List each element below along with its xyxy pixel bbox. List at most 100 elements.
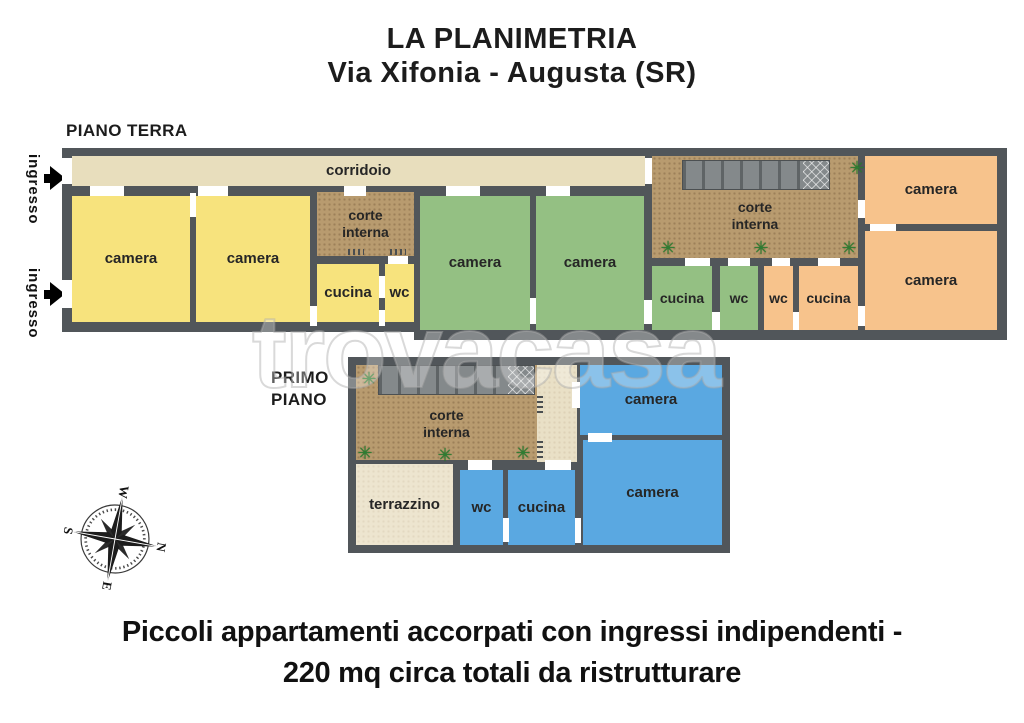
door-opening (90, 186, 124, 196)
first-floor-plan: corte interna camera camera terrazzino w… (348, 357, 730, 553)
room-camera-green-2: camera (536, 196, 644, 330)
door-opening (62, 280, 72, 308)
room-wc-orange: wc (764, 266, 793, 330)
room-terrazzino: terrazzino (356, 464, 453, 545)
plant-icon: ✳ (361, 369, 377, 389)
room-label: cucina (659, 289, 705, 306)
compass-w: W (115, 485, 131, 500)
room-camera-yellow-1: camera (72, 196, 190, 322)
radiator-icon (537, 438, 543, 458)
door-opening (858, 306, 865, 326)
door-opening (344, 186, 366, 196)
room-label: camera (904, 181, 958, 198)
door-opening (379, 310, 385, 326)
plant-icon: ✳ (357, 443, 373, 463)
room-disimpegno (537, 365, 577, 462)
door-opening (545, 460, 571, 470)
door-opening (644, 300, 652, 324)
room-label: camera (104, 250, 158, 267)
ground-floor-plan: corridoio camera camera corte interna cu… (62, 148, 1007, 340)
plant-icon: ✳ (753, 238, 769, 258)
room-label: camera (904, 271, 958, 289)
compass-s: S (61, 526, 76, 535)
room-cucina-blue: cucina (508, 470, 575, 545)
door-opening (310, 306, 317, 326)
room-corte-interna-small: corte interna (317, 192, 414, 256)
entrance-arrow-head (50, 166, 77, 190)
footer-text: Piccoli appartamenti accorpati con ingre… (0, 612, 1024, 694)
room-cucina-yellow: cucina (317, 264, 379, 322)
radiator-icon (348, 249, 364, 255)
compass-n: N (153, 541, 169, 553)
door-opening (62, 158, 72, 184)
room-wc-blue: wc (460, 470, 503, 545)
entrance-arrow-head (50, 282, 77, 306)
room-label: cucina (324, 284, 372, 301)
stairs-icon (682, 160, 830, 190)
door-opening (468, 460, 492, 470)
plant-icon: ✳ (515, 443, 531, 463)
room-wc-green: wc (720, 266, 758, 330)
room-corridoio: corridoio (72, 156, 645, 186)
room-label: corte interna (731, 199, 779, 232)
door-opening (685, 258, 710, 266)
floor-outline-step (62, 332, 414, 340)
door-opening (728, 258, 750, 266)
compass-e: E (99, 581, 114, 592)
room-label: camera (626, 483, 679, 501)
door-opening (379, 276, 385, 298)
room-cucina-orange: cucina (799, 266, 858, 330)
door-opening (190, 193, 196, 217)
title-line2: Via Xifonia - Augusta (SR) (327, 57, 697, 89)
door-opening (793, 312, 799, 330)
entrance-label-1: ingresso (25, 153, 42, 225)
room-camera-blue-1: camera (580, 365, 722, 435)
room-label: cucina (517, 498, 566, 516)
door-opening (530, 298, 536, 324)
door-opening (588, 433, 612, 442)
room-wc-yellow: wc (385, 264, 414, 322)
door-opening (546, 186, 570, 196)
door-opening (858, 200, 865, 218)
door-opening (645, 158, 652, 184)
plant-icon: ✳ (841, 238, 857, 258)
entrance-arrow-tail (44, 290, 53, 299)
room-label: camera (448, 254, 502, 271)
room-label: wc (729, 289, 749, 306)
room-label: wc (471, 498, 492, 516)
door-opening (870, 224, 896, 231)
plant-icon: ✳ (660, 238, 676, 258)
entrance-label-2: ingresso (25, 267, 42, 339)
radiator-icon (537, 393, 543, 413)
room-label: wc (769, 289, 788, 306)
door-opening (446, 186, 480, 196)
room-camera-green-1: camera (420, 196, 530, 330)
room-label: camera (563, 254, 617, 271)
door-opening (388, 256, 408, 264)
plant-icon: ✳ (437, 445, 453, 465)
room-label: camera (226, 250, 280, 267)
room-camera-orange-2: camera (865, 231, 997, 330)
room-camera-blue-2: camera (583, 440, 722, 545)
room-cucina-green: cucina (652, 266, 712, 330)
room-label: corridoio (325, 162, 391, 179)
room-label: wc (389, 284, 410, 301)
entrance-arrow-tail (44, 174, 53, 183)
room-label: terrazzino (369, 495, 440, 513)
compass-rose: N E S W (61, 485, 169, 592)
door-opening (712, 312, 720, 330)
room-label: camera (624, 391, 678, 408)
room-label: corte interna (423, 406, 470, 440)
door-opening (772, 258, 790, 266)
footer-line2: 220 mq circa totali da ristrutturare (282, 657, 742, 689)
title-line1: LA PLANIMETRIA (386, 23, 638, 55)
door-opening (503, 518, 509, 542)
radiator-icon (390, 249, 406, 255)
first-floor-label-line1: PRIMO (271, 368, 329, 387)
room-label: corte interna (342, 207, 389, 240)
door-opening (575, 518, 581, 543)
first-floor-label-line2: PIANO (271, 390, 327, 409)
door-opening (198, 186, 228, 196)
page-title: LA PLANIMETRIA Via Xifonia - Augusta (SR… (0, 22, 1024, 90)
door-opening (818, 258, 840, 266)
